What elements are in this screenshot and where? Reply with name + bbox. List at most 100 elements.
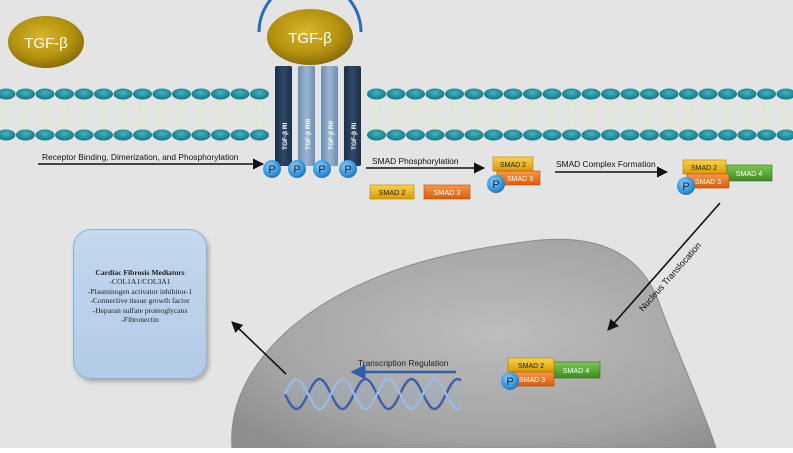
lipid-head [75, 89, 94, 100]
lipid-head [679, 130, 698, 141]
receptor-label-4: TGF-β RI [351, 122, 358, 150]
lipid-head [367, 130, 386, 141]
smad3-label: SMAD 3 [434, 188, 461, 197]
lipid-head [426, 89, 445, 100]
lipid-head [679, 89, 698, 100]
lipid-head [211, 89, 230, 100]
smad2-label: SMAD 2 [518, 363, 544, 370]
lipid-head [757, 89, 776, 100]
lipid-head [621, 130, 640, 141]
lipid-head [114, 89, 133, 100]
lipid-head [211, 130, 230, 141]
receptor-tgfb-ri-left [275, 66, 292, 166]
smad-phos-label: SMAD Phosphorylation [372, 156, 459, 166]
lipid-head [172, 130, 191, 141]
lipid-head [660, 89, 679, 100]
lipid-head [640, 89, 659, 100]
phosphate-group-2: P [288, 160, 306, 178]
lipid-head [231, 89, 250, 100]
lipid-head [55, 130, 74, 141]
lipid-head [718, 130, 737, 141]
lipid-head [601, 130, 620, 141]
lipid-head [543, 130, 562, 141]
lipid-head [757, 130, 776, 141]
lipid-head [582, 89, 601, 100]
lipid-head [231, 130, 250, 141]
lipid-head [94, 89, 113, 100]
lipid-head [406, 89, 425, 100]
lipid-head [426, 130, 445, 141]
lipid-head [172, 89, 191, 100]
lipid-head [465, 89, 484, 100]
receptor-tgfb-rii [321, 66, 338, 166]
phosphate-label: P [318, 164, 325, 176]
lipid-head [738, 130, 757, 141]
lipid-head [16, 89, 35, 100]
lipid-head [387, 130, 406, 141]
lipid-head [543, 89, 562, 100]
lipid-head [55, 89, 74, 100]
lipid-head [699, 89, 718, 100]
phosphate-group-1: P [263, 160, 281, 178]
lipid-head [718, 89, 737, 100]
smad3-free: SMAD 3 [424, 185, 470, 199]
binding-label: Receptor Binding, Dimerization, and Phos… [42, 152, 239, 162]
lipid-head [621, 89, 640, 100]
receptor-tgfb-ri-right [344, 66, 361, 166]
phosphate-label: P [492, 179, 499, 191]
smad2-label: SMAD 2 [379, 188, 406, 197]
lipid-head [484, 89, 503, 100]
lipid-head [36, 130, 55, 141]
lipid-head [523, 130, 542, 141]
lipid-head [660, 130, 679, 141]
lipid-head [114, 130, 133, 141]
lipid-head [738, 89, 757, 100]
lipid-head [465, 130, 484, 141]
lipid-head [601, 89, 620, 100]
lipid-head [192, 89, 211, 100]
phosphate-label: P [682, 181, 689, 193]
mediator-item: -COL1A1/COL3A1 [78, 277, 202, 286]
receptor-tgfb-riii [298, 66, 315, 166]
complex-label: SMAD Complex Formation [556, 159, 656, 169]
ligand-free: TGF-β [8, 16, 84, 68]
phosphate-label: P [344, 164, 351, 176]
smad3-label: SMAD 3 [695, 179, 721, 186]
mediator-item: -Connective tissue growth factor [78, 296, 202, 305]
smad4-label: SMAD 4 [736, 169, 763, 178]
mediator-item: -Fibronectin [78, 315, 202, 324]
receptor-label-1: TGF-β RI [282, 122, 289, 150]
lipid-head [133, 130, 152, 141]
lipid-head [640, 130, 659, 141]
lipid-head [445, 89, 464, 100]
smad2-label: SMAD 2 [691, 165, 717, 172]
ligand-free-label: TGF-β [24, 35, 68, 52]
lipid-head [523, 89, 542, 100]
ligand-bound-label: TGF-β [288, 30, 332, 47]
lipid-head [504, 89, 523, 100]
lipid-head [699, 130, 718, 141]
phosphate-label: P [293, 164, 300, 176]
smad4-label: SMAD 4 [563, 366, 590, 375]
phosphate-label: P [506, 376, 513, 388]
lipid-head [94, 130, 113, 141]
lipid-head [367, 89, 386, 100]
mediator-item: -Plasminogen activator inhibitor-1 [78, 287, 202, 296]
lipid-head [153, 89, 172, 100]
smad3-label: SMAD 3 [507, 176, 533, 183]
lipid-head [133, 89, 152, 100]
smad2-label: SMAD 2 [500, 162, 526, 169]
lipid-head [562, 89, 581, 100]
lipid-head [153, 130, 172, 141]
ligand-bound: TGF-β [267, 9, 353, 65]
lipid-head [484, 130, 503, 141]
lipid-head [406, 130, 425, 141]
phosphate-label: P [268, 164, 275, 176]
lipid-head [192, 130, 211, 141]
transcription-label: Transcription Regulation [358, 358, 449, 368]
lipid-head [36, 89, 55, 100]
phosphate-group-3: P [313, 160, 331, 178]
mediator-item: -Heparan sulfate proteoglycans [78, 306, 202, 315]
